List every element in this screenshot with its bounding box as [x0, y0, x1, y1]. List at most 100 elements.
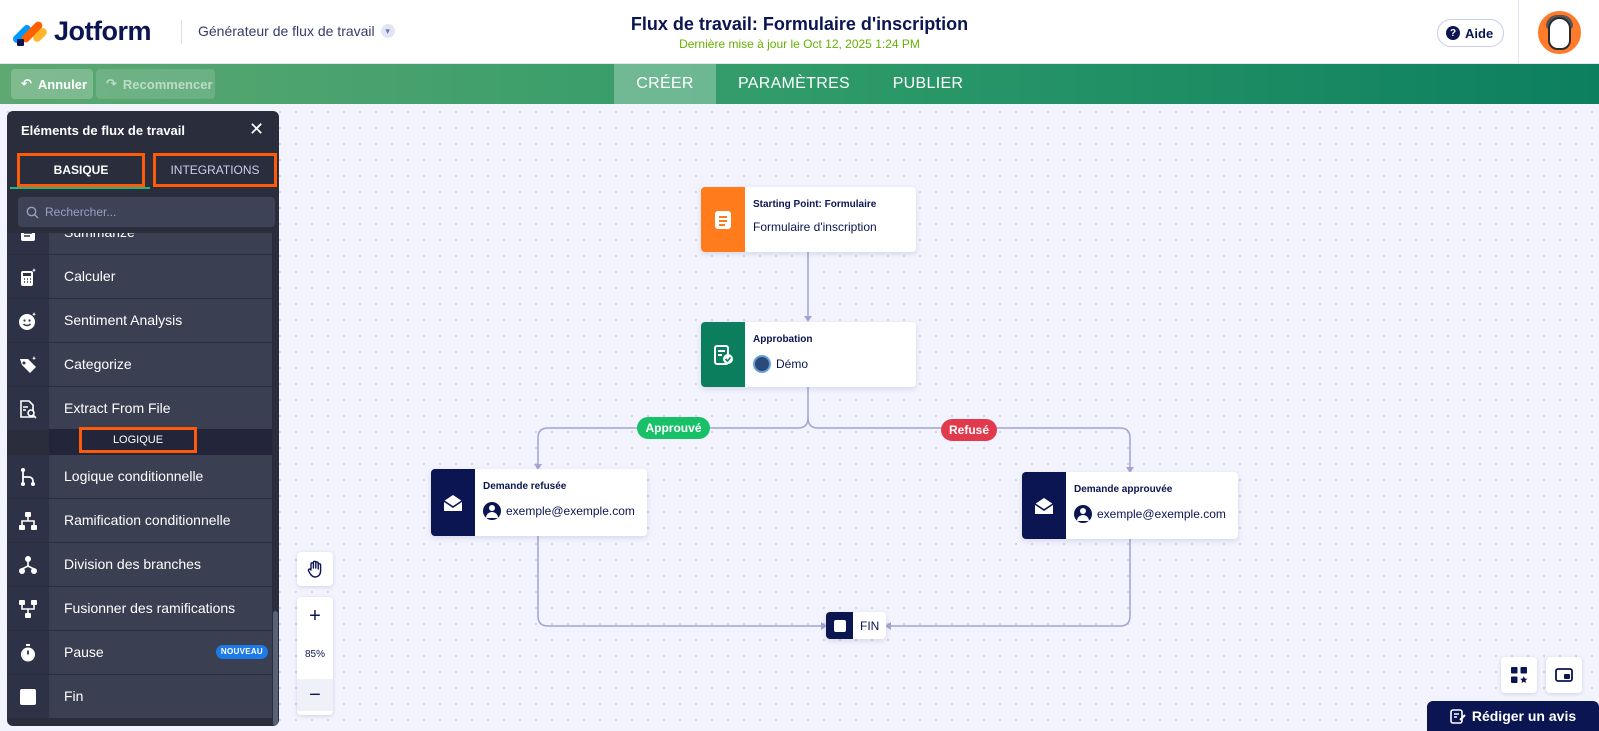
list-item-label: Sentiment Analysis: [49, 299, 272, 342]
tab-integrations[interactable]: INTEGRATIONS: [153, 153, 277, 187]
header-divider: [1518, 0, 1519, 64]
search-icon: [26, 206, 39, 218]
chevron-down-icon: ▾: [380, 24, 395, 38]
smiley-sparkle-icon: [7, 299, 49, 342]
active-tab-indicator: [10, 187, 150, 189]
recipient-email: exemple@exemple.com: [1097, 507, 1226, 521]
apps-button[interactable]: [1501, 657, 1537, 693]
assignee-avatar: [753, 355, 771, 373]
undo-button[interactable]: ↶ Annuler: [11, 69, 93, 99]
list-item-label: Fin: [49, 675, 272, 718]
hand-icon: [307, 560, 322, 578]
stop-square-icon: [826, 612, 853, 639]
list-item-split-branches[interactable]: Division des branches: [7, 543, 272, 586]
minimap-button[interactable]: [1546, 657, 1582, 693]
redo-icon: ↷: [106, 76, 117, 91]
list-item-sentiment-analysis[interactable]: Sentiment Analysis: [7, 299, 272, 342]
node-title: Starting Point: Formulaire: [753, 199, 877, 210]
feedback-button[interactable]: Rédiger un avis: [1427, 701, 1599, 731]
list-item-label: Categorize: [49, 343, 272, 386]
pan-hand-button[interactable]: [297, 552, 333, 586]
list-item-label: Pause NOUVEAU: [49, 631, 272, 674]
tab-create[interactable]: CRÉER: [614, 64, 716, 104]
square-icon: [7, 675, 49, 718]
list-item-extract-from-file[interactable]: Extract From File: [7, 387, 272, 430]
node-value: Formulaire d'inscription: [753, 220, 877, 234]
zoom-out-button[interactable]: −: [297, 679, 333, 711]
last-updated-text: Dernière mise à jour le Oct 12, 2025 1:2…: [679, 37, 920, 51]
list-item-conditional-branch[interactable]: Ramification conditionnelle: [7, 499, 272, 542]
list-item-summarize[interactable]: Summarize: [7, 233, 272, 254]
elements-list: Summarize Calculer Sentiment Analysis Ca…: [7, 233, 279, 726]
tab-publish[interactable]: PUBLIER: [892, 75, 964, 92]
list-item-conditional-logic[interactable]: Logique conditionnelle: [7, 455, 272, 498]
assignee-name: Démo: [776, 357, 809, 371]
undo-label: Annuler: [37, 76, 88, 92]
node-starting-point[interactable]: Starting Point: Formulaire Formulaire d'…: [701, 187, 916, 252]
user-avatar[interactable]: [1538, 11, 1581, 54]
page-title-block: Flux de travail: Formulaire d'inscriptio…: [0, 14, 1599, 51]
search-input[interactable]: [45, 205, 265, 219]
stopwatch-icon: [7, 631, 49, 674]
document-lines-icon: [7, 233, 49, 254]
panel-header: Eléments de flux de travail ✕: [7, 111, 279, 147]
node-approval[interactable]: Approbation Démo: [701, 322, 916, 387]
top-header: Jotform Générateur de flux de travail ▾ …: [0, 0, 1599, 64]
tab-settings[interactable]: PARAMÈTRES: [737, 75, 851, 92]
node-title: Demande refusée: [483, 481, 567, 492]
calculator-sparkle-icon: [7, 255, 49, 298]
list-item-label: Summarize: [49, 233, 272, 254]
node-title: Demande approuvée: [1074, 484, 1173, 495]
redo-button[interactable]: ↷ Recommencer: [96, 69, 215, 99]
list-item-categorize[interactable]: Categorize: [7, 343, 272, 386]
split-icon: [7, 543, 49, 586]
list-item-calculer[interactable]: Calculer: [7, 255, 272, 298]
jotform-logo-icon: [11, 17, 49, 47]
search-box: [18, 197, 275, 227]
branch-label-approved[interactable]: Approuvé: [637, 417, 710, 439]
user-icon: [1074, 505, 1092, 523]
branch-label-rejected[interactable]: Refusé: [941, 419, 997, 441]
edit-note-icon: [1450, 709, 1466, 724]
builder-switcher[interactable]: Générateur de flux de travail ▾: [198, 23, 395, 39]
form-name: Formulaire d'inscription: [753, 220, 877, 234]
user-icon: [483, 502, 501, 520]
help-button[interactable]: ? Aide: [1437, 19, 1505, 47]
close-icon[interactable]: ✕: [249, 119, 265, 139]
panel-scrollbar[interactable]: [273, 611, 278, 726]
list-item-label: Division des branches: [49, 543, 272, 586]
node-approved-email[interactable]: Demande approuvée exemple@exemple.com: [1022, 472, 1238, 539]
redo-label: Recommencer: [122, 76, 213, 92]
list-item-end[interactable]: Fin: [7, 675, 272, 718]
condition-icon: [7, 455, 49, 498]
list-item-text: Pause: [64, 644, 104, 661]
end-label: FIN: [860, 618, 880, 633]
apps-grid-icon: [1511, 667, 1528, 683]
node-value: Démo: [753, 355, 812, 373]
header-divider: [181, 20, 182, 44]
logo-text: Jotform: [54, 16, 152, 46]
page-title: Flux de travail: Formulaire d'inscriptio…: [630, 14, 969, 34]
file-search-icon: [7, 387, 49, 430]
zoom-in-button[interactable]: +: [309, 604, 321, 627]
node-value: exemple@exemple.com: [1074, 505, 1226, 523]
tag-sparkle-icon: [7, 343, 49, 386]
list-item-merge-branches[interactable]: Fusionner des ramifications: [7, 587, 272, 630]
undo-icon: ↶: [21, 76, 32, 91]
node-value: exemple@exemple.com: [483, 502, 635, 520]
email-icon: [1022, 472, 1066, 539]
help-label: Aide: [1465, 25, 1494, 41]
builder-navbar: ↶ Annuler ↷ Recommencer CRÉER PARAMÈTRES…: [0, 64, 1599, 104]
zoom-controls: + 85% −: [297, 597, 333, 715]
node-end[interactable]: FIN: [826, 612, 886, 639]
jotform-logo[interactable]: Jotform: [11, 16, 152, 47]
node-rejected-email[interactable]: Demande refusée exemple@exemple.com: [431, 469, 647, 536]
workflow-elements-panel: Eléments de flux de travail ✕ BASIQUE IN…: [7, 111, 279, 726]
list-item-pause[interactable]: Pause NOUVEAU: [7, 631, 272, 674]
list-item-label: Ramification conditionnelle: [49, 499, 272, 542]
zoom-level: 85%: [304, 648, 325, 660]
builder-name-label: Générateur de flux de travail: [198, 23, 375, 39]
list-item-label: Extract From File: [49, 387, 272, 430]
tab-basic[interactable]: BASIQUE: [17, 153, 145, 187]
list-item-label: Fusionner des ramifications: [49, 587, 272, 630]
